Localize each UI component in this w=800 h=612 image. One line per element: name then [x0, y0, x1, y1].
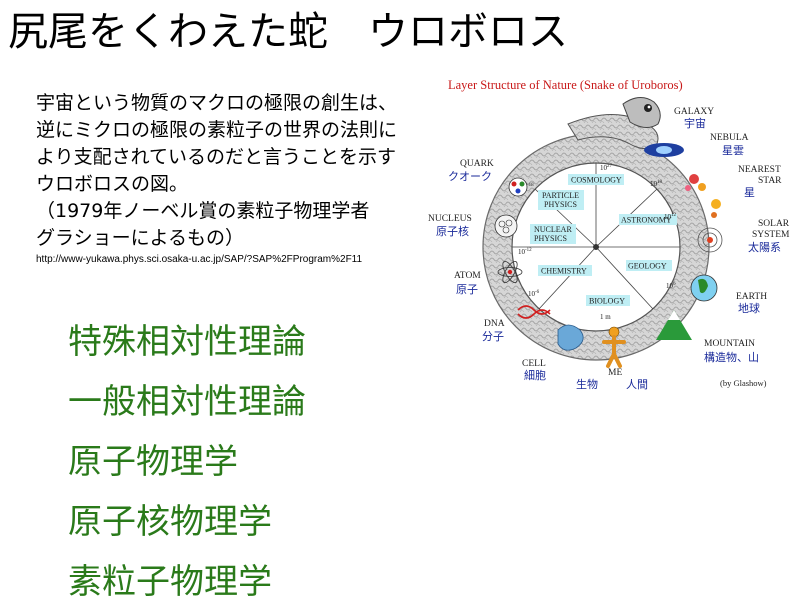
diagram-title: Layer Structure of Nature (Snake of Urob… — [448, 78, 683, 92]
description-line: ウロボロスの図。 — [36, 173, 189, 195]
nebula-icon — [685, 174, 706, 191]
description-line: より支配されているのだと言うことを示す — [36, 146, 397, 168]
diagram-credit: (by Glashow) — [720, 378, 767, 388]
svg-text:10-6: 10-6 — [528, 290, 540, 298]
snake-eye-icon — [644, 104, 652, 112]
exp-base: 10 — [600, 164, 608, 172]
star-icon — [711, 199, 721, 218]
galaxy-icon — [644, 143, 684, 157]
label-geology: GEOLOGY — [628, 262, 667, 271]
label-star-jp: 星 — [744, 186, 755, 199]
exp-base: 10 — [650, 180, 658, 188]
label-nebula-en: NEBULA — [710, 133, 749, 143]
label-quark-jp: クオーク — [448, 170, 492, 183]
label-mountain-en: MOUNTAIN — [704, 339, 755, 349]
mountain-icon — [656, 310, 692, 340]
svg-text:1018: 1018 — [650, 180, 663, 188]
label-galaxy-en: GALAXY — [674, 107, 714, 117]
exp-base: 10 — [528, 290, 536, 298]
dna-icon — [517, 305, 551, 319]
label-mountain-jp: 構造物、山 — [704, 350, 759, 364]
label-nuclear-2: PHYSICS — [534, 234, 567, 243]
exp-base: 10 — [666, 282, 674, 290]
label-atom-jp: 原子 — [456, 283, 478, 296]
nucleus-icon — [494, 214, 518, 238]
label-dna-en: DNA — [484, 319, 505, 329]
label-earth-en: EARTH — [736, 292, 767, 302]
label-me-jp-1: 生物 — [576, 377, 598, 391]
quark-icon — [508, 177, 528, 197]
label-chemistry: CHEMISTRY — [541, 267, 587, 276]
inner-labels: COSMOLOGY PARTICLE PHYSICS ASTRONOMY NUC… — [530, 174, 677, 321]
exp-br: 18 — [657, 180, 663, 185]
slide-title: 尻尾をくわえた蛇 ウロボロス — [8, 9, 568, 55]
label-astronomy: ASTRONOMY — [621, 216, 672, 225]
exp-base: 10 — [518, 248, 526, 256]
label-particle-2: PHYSICS — [544, 200, 577, 209]
exp-base: 10 — [664, 213, 672, 221]
solar-system-icon — [697, 227, 723, 253]
exp-tl: -18 — [527, 183, 534, 188]
label-nebula-jp: 星雲 — [722, 144, 744, 157]
label-earth-jp: 地球 — [738, 301, 760, 315]
theory-item: 一般相対性理論 — [68, 382, 306, 422]
exp-r: 6 — [673, 282, 676, 287]
label-nuclear-1: NUCLEAR — [534, 225, 572, 234]
description-line: 宇宙という物質のマクロの極限の創生は、 — [36, 92, 398, 114]
uroboros-diagram: Layer Structure of Nature (Snake of Urob… — [418, 74, 800, 400]
exp-l: -12 — [525, 248, 532, 253]
description-text: 宇宙という物質のマクロの極限の創生は、 逆にミクロの極限の素粒子の世界の法則に … — [36, 90, 397, 252]
theory-item: 素粒子物理学 — [68, 562, 272, 602]
label-me-jp-2: 人間 — [626, 378, 648, 391]
exp-bl: -6 — [535, 290, 540, 295]
exp-top: 27 — [607, 164, 613, 169]
description-line: グラショーによるもの） — [36, 227, 245, 249]
label-particle-1: PARTICLE — [542, 191, 579, 200]
snake-head-icon — [567, 97, 661, 150]
label-cosmology: COSMOLOGY — [571, 176, 622, 185]
label-nucleus-jp: 原子核 — [436, 224, 469, 238]
label-me-en: ME — [608, 368, 622, 378]
source-url[interactable]: http://www-yukawa.phys.sci.osaka-u.ac.jp… — [36, 254, 363, 265]
label-biology: BIOLOGY — [589, 297, 625, 306]
label-star-en-1: NEAREST — [738, 165, 781, 175]
description-line: 逆にミクロの極限の素粒子の世界の法則に — [36, 119, 398, 141]
svg-text:1027: 1027 — [600, 164, 613, 172]
person-icon — [602, 326, 626, 368]
svg-text:1012: 1012 — [664, 213, 677, 221]
label-cell-en: CELL — [522, 359, 546, 369]
svg-text:106: 106 — [666, 282, 676, 290]
theory-item: 特殊相対性理論 — [68, 322, 306, 362]
label-nucleus-en: NUCLEUS — [428, 214, 472, 224]
cell-icon — [557, 324, 584, 351]
label-dna-jp: 分子 — [482, 330, 504, 343]
outer-labels: GALAXY 宇宙 NEBULA 星雲 NEAREST STAR 星 SOLAR… — [428, 107, 790, 391]
label-galaxy-jp: 宇宙 — [684, 116, 706, 130]
atom-icon — [497, 260, 523, 284]
label-solar-en-2: SYSTEM — [752, 230, 790, 240]
label-solar-en-1: SOLAR — [758, 219, 790, 229]
label-scale-1m: 1 m — [600, 313, 611, 321]
exp-tr: 12 — [671, 213, 677, 218]
label-solar-jp: 太陽系 — [748, 241, 781, 254]
label-cell-jp: 細胞 — [524, 369, 546, 382]
svg-text:10-12: 10-12 — [518, 248, 532, 256]
description-line: （1979年ノーベル賞の素粒子物理学者 — [36, 200, 370, 222]
theory-item: 原子核物理学 — [68, 502, 272, 542]
earth-icon — [690, 274, 718, 302]
label-star-en-2: STAR — [758, 176, 782, 186]
uroboros-svg: Layer Structure of Nature (Snake of Urob… — [428, 78, 790, 391]
theory-item: 原子物理学 — [68, 442, 238, 482]
theory-list: 特殊相対性理論 一般相対性理論 原子物理学 原子核物理学 素粒子物理学 — [68, 312, 306, 612]
label-quark-en: QUARK — [460, 159, 494, 169]
center-dot — [593, 244, 599, 250]
label-atom-en: ATOM — [454, 271, 481, 281]
